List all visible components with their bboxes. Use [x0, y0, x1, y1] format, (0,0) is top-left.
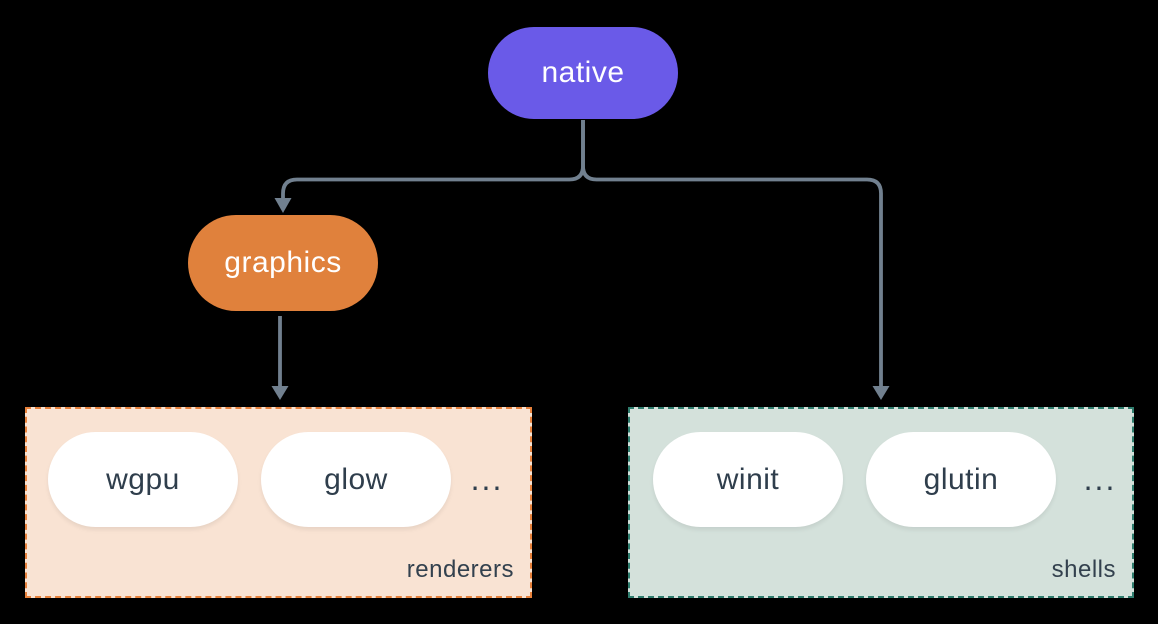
arrowhead-shells	[872, 386, 890, 400]
renderers-ellipsis: ...	[470, 461, 504, 497]
node-glow: glow	[261, 432, 451, 527]
group-renderers-label: renderers	[406, 556, 514, 583]
node-glutin: glutin	[866, 432, 1056, 527]
node-winit: winit	[653, 432, 843, 527]
edge-native-to-graphics	[281, 120, 585, 199]
arrowhead-renderers	[271, 386, 289, 400]
shells-ellipsis: ...	[1083, 461, 1117, 497]
node-graphics: graphics	[188, 215, 378, 311]
group-shells-label: shells	[1051, 556, 1116, 583]
group-renderers: wgpu glow ... renderers	[25, 407, 532, 598]
group-shells: winit glutin ... shells	[628, 407, 1134, 598]
edge-native-to-shells	[581, 120, 883, 387]
arrowhead-graphics	[274, 198, 292, 213]
node-native: native	[488, 27, 678, 119]
node-wgpu: wgpu	[48, 432, 238, 527]
